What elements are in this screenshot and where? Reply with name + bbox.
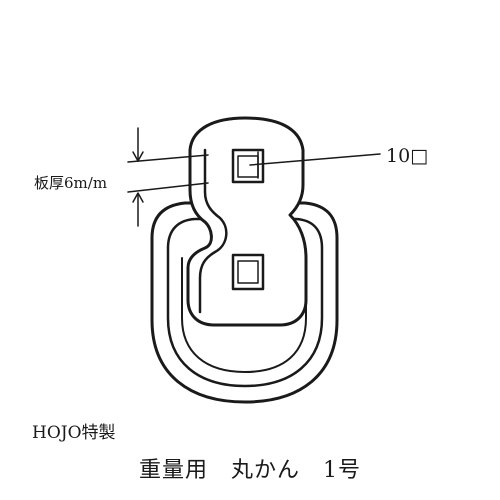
maker-label: HOJO特製 (32, 423, 116, 443)
thickness-dimension (127, 127, 209, 227)
outer-ring (150, 201, 339, 404)
plate-thickness-label: 板厚6m/m (34, 174, 108, 192)
product-title: 重量用 丸かん 1号 (139, 458, 361, 483)
size-callout-label: 10□ (386, 145, 429, 167)
size-leader-line (249, 151, 381, 179)
mounting-plate (186, 116, 308, 327)
